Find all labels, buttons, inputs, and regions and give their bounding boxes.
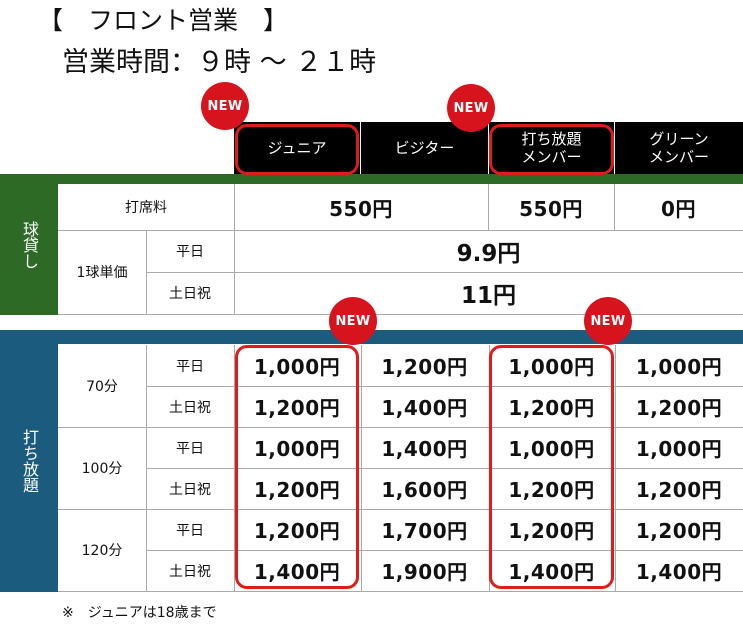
table-fee-unlimited-member: 550円 bbox=[519, 196, 583, 221]
day-type-label: 平日 bbox=[176, 522, 204, 539]
plan-header-junior: ジュニア bbox=[234, 122, 360, 174]
price-cell: 1,000円 bbox=[253, 355, 341, 379]
table-fee-label: 打席料 bbox=[125, 200, 167, 216]
price-cell: 1,000円 bbox=[253, 437, 341, 461]
price-cell: 1,200円 bbox=[635, 478, 723, 502]
new-badge: NEW bbox=[201, 82, 249, 130]
footnote: ※ ジュニアは18歳まで bbox=[62, 605, 217, 621]
price-cell: 1,200円 bbox=[635, 396, 723, 420]
junior-price-highlight bbox=[235, 345, 359, 589]
grid-line bbox=[234, 184, 235, 314]
price-cell: 1,200円 bbox=[253, 396, 341, 420]
grid-line bbox=[614, 184, 615, 230]
day-type-label: 土日祝 bbox=[169, 399, 211, 416]
duration-label: 120分 bbox=[81, 543, 123, 559]
duration-label: 100分 bbox=[81, 461, 123, 477]
day-type-label: 土日祝 bbox=[169, 563, 211, 580]
grid-line bbox=[146, 386, 743, 387]
junior-header-highlight bbox=[235, 124, 359, 175]
grid-line bbox=[58, 509, 743, 510]
new-badge: NEW bbox=[329, 297, 377, 345]
price-cell: 1,200円 bbox=[508, 519, 595, 543]
price-cell: 1,000円 bbox=[508, 437, 595, 461]
price-cell: 1,200円 bbox=[635, 519, 723, 543]
price-cell: 1,200円 bbox=[381, 355, 468, 379]
unlimited-member-header-highlight bbox=[489, 124, 614, 175]
price-cell: 1,900円 bbox=[381, 560, 468, 584]
plan-header-green-member: グリーン メンバー bbox=[615, 122, 743, 174]
price-cell: 1,000円 bbox=[635, 355, 723, 379]
business-hours: 営業時間：９時 ～ ２１時 bbox=[62, 47, 377, 78]
grid-line bbox=[615, 345, 616, 591]
weekday-label: 平日 bbox=[176, 244, 204, 260]
price-cell: 1,000円 bbox=[635, 437, 723, 461]
grid-line bbox=[234, 345, 235, 591]
unlimited-side-label: 打ち放題 bbox=[0, 330, 58, 592]
unlimited-member-price-highlight bbox=[489, 345, 614, 589]
grid-line bbox=[58, 427, 743, 428]
grid-line bbox=[58, 230, 743, 231]
price-cell: 1,600円 bbox=[381, 478, 468, 502]
holiday-unit-price: 11円 bbox=[460, 283, 516, 309]
price-cell: 1,000円 bbox=[508, 355, 595, 379]
price-cell: 1,400円 bbox=[253, 560, 341, 584]
weekday-unit-price: 9.9円 bbox=[456, 241, 521, 267]
new-badge: NEW bbox=[584, 297, 632, 345]
grid-line bbox=[58, 591, 743, 592]
day-type-label: 平日 bbox=[176, 358, 204, 375]
grid-line bbox=[58, 314, 743, 315]
duration-label: 70分 bbox=[86, 379, 118, 395]
price-cell: 1,700円 bbox=[381, 519, 468, 543]
grid-line bbox=[146, 550, 743, 551]
grid-line bbox=[146, 345, 147, 591]
price-cell: 1,400円 bbox=[635, 560, 723, 584]
plan-header-unlimited-member: 打ち放題 メンバー bbox=[489, 122, 614, 174]
ball-rental-bar bbox=[0, 174, 743, 184]
day-type-label: 土日祝 bbox=[169, 481, 211, 498]
grid-line bbox=[146, 468, 743, 469]
page-title: 【 フロント営業 】 bbox=[38, 6, 289, 35]
price-cell: 1,200円 bbox=[508, 478, 595, 502]
table-fee-green-member: 0円 bbox=[661, 196, 696, 221]
day-type-label: 平日 bbox=[176, 440, 204, 457]
grid-line bbox=[361, 345, 362, 591]
price-cell: 1,400円 bbox=[508, 560, 595, 584]
unlimited-bar bbox=[0, 330, 743, 344]
grid-line bbox=[488, 184, 489, 230]
price-cell: 1,200円 bbox=[508, 396, 595, 420]
price-cell: 1,200円 bbox=[253, 519, 341, 543]
price-cell: 1,400円 bbox=[381, 396, 468, 420]
grid-line bbox=[146, 272, 743, 273]
ball-rental-side-label: 球貸し bbox=[0, 174, 58, 315]
unit-price-label: 1球単価 bbox=[76, 265, 128, 281]
price-cell: 1,200円 bbox=[253, 478, 341, 502]
grid-line bbox=[146, 230, 147, 314]
table-fee-junior-visitor: 550円 bbox=[329, 196, 393, 221]
price-cell: 1,400円 bbox=[381, 437, 468, 461]
holiday-label: 土日祝 bbox=[169, 286, 211, 302]
new-badge: NEW bbox=[447, 84, 495, 132]
